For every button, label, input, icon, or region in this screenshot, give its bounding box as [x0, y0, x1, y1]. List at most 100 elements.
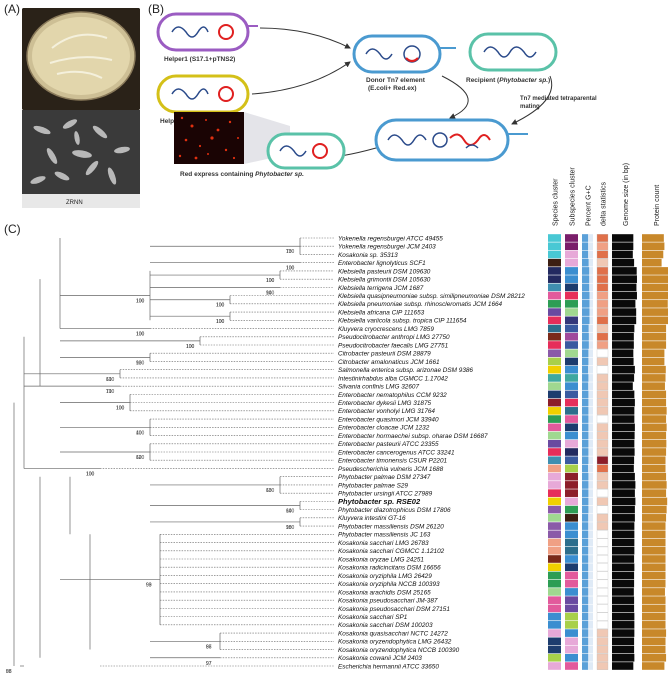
gc-cell — [582, 555, 589, 563]
genome-size-bar — [612, 472, 635, 481]
bootstrap-label: 94 — [266, 290, 272, 296]
species-cluster-cell — [548, 645, 561, 654]
taxon-label: Kosakonia sacchari DSM 100203 — [338, 622, 433, 629]
protein-count-bar — [642, 374, 666, 382]
delta-cell — [596, 596, 609, 605]
delta-cell — [596, 332, 609, 341]
genome-size-bar — [612, 629, 635, 637]
delta-cell — [596, 546, 609, 555]
species-cluster-cell — [548, 472, 561, 481]
delta-cell — [596, 316, 609, 325]
subspecies-cluster-cell — [565, 357, 578, 366]
protein-count-bar — [642, 415, 667, 423]
species-cluster-cell — [548, 546, 561, 555]
taxon-label: Klebsiella quasipneumoniae subsp. simili… — [338, 293, 525, 300]
genome-size-bar — [612, 612, 635, 621]
taxon-label: Klebsiella terrigena JCM 1687 — [338, 285, 424, 292]
taxon-label: Kosakonia sacchari LMG 26783 — [338, 540, 429, 547]
subspecies-cluster-cell — [565, 415, 578, 423]
gc-cell — [582, 472, 589, 481]
species-cluster-cell — [548, 316, 561, 325]
subspecies-cluster-cell — [565, 653, 578, 662]
subspecies-cluster-cell — [565, 234, 578, 242]
protein-count-bar — [642, 497, 668, 506]
genome-size-bar — [612, 645, 635, 654]
delta-cell — [596, 555, 609, 563]
delta-cell — [596, 489, 609, 498]
delta-cell — [596, 291, 609, 300]
protein-count-bar — [642, 258, 662, 267]
petri-dish-image — [22, 8, 140, 110]
protein-count-bar — [642, 357, 665, 366]
taxon-label: Klebsiella pneumoniae subsp. rhinosclero… — [338, 301, 503, 308]
taxon-label: Enterobacter nematophilus CCM 9232 — [338, 392, 447, 399]
gc-cell — [582, 522, 589, 530]
species-cluster-cell — [548, 489, 561, 497]
species-cluster-cell — [548, 662, 561, 670]
gc-cell — [582, 604, 589, 613]
species-cluster-cell — [548, 588, 561, 596]
taxon-label: Intestinirhabdus alba CGMCC 1.17042 — [338, 375, 448, 382]
species-cluster-cell — [548, 291, 561, 300]
gc-cell — [582, 283, 590, 292]
column-header: Species cluster — [553, 178, 560, 226]
gc-cell — [582, 629, 589, 637]
delta-cell — [596, 299, 609, 308]
gc-cell — [582, 300, 590, 308]
delta-cell — [596, 456, 609, 465]
bootstrap-label: 100 — [106, 389, 115, 395]
subspecies-cluster-cell — [565, 505, 578, 514]
subspecies-cluster-cell — [565, 365, 578, 374]
species-cluster-cell — [548, 423, 561, 432]
species-cluster-cell — [548, 596, 561, 604]
protein-count-bar — [642, 621, 666, 629]
genome-size-bar — [612, 258, 635, 267]
bootstrap-label: 62 — [136, 455, 142, 461]
protein-count-bar — [642, 382, 665, 390]
delta-cell — [596, 357, 609, 366]
subspecies-cluster-cell — [565, 538, 578, 547]
gc-cell — [582, 489, 589, 497]
bootstrap-label: 100 — [286, 266, 295, 272]
delta-cell — [596, 653, 609, 662]
gc-cell — [582, 349, 589, 358]
mated-cell — [374, 118, 528, 162]
genome-size-bar — [612, 374, 635, 382]
delta-cell — [596, 349, 609, 358]
subspecies-cluster-cell — [565, 645, 578, 654]
gc-cell — [582, 275, 590, 283]
sem-image: ZRNN — [22, 110, 140, 208]
delta-cell — [596, 571, 609, 580]
bootstrap-label: 71 — [106, 389, 112, 395]
genome-size-bar — [612, 365, 635, 374]
subspecies-cluster-cell — [565, 464, 578, 473]
taxon-label: Citrobacter amalonaticus JCM 1661 — [338, 359, 440, 366]
genome-size-bar — [612, 514, 635, 522]
bootstrap-label: 97 — [206, 661, 212, 667]
protein-count-bar — [642, 332, 667, 341]
protein-count-bar — [642, 588, 665, 596]
protein-count-bar — [642, 629, 667, 637]
taxon-label: Kosakonia quasisacchari NCTC 14272 — [338, 630, 448, 637]
taxon-label: Enterobacter timonensis CSUR P2201 — [338, 458, 447, 465]
taxon-label: Kosakonia pseudosacchari JM-387 — [338, 598, 438, 605]
genome-size-bar — [612, 407, 635, 415]
gc-cell — [582, 497, 589, 506]
protein-count-bar — [642, 546, 666, 555]
delta-cell — [596, 620, 609, 629]
panel-label-a: (A) — [4, 2, 20, 16]
taxon-label: Klebsiella pasteurii DSM 109630 — [338, 268, 431, 275]
column-header: Subspecies cluster — [570, 167, 577, 226]
genome-size-bar — [612, 604, 635, 613]
protein-count-bar — [642, 653, 667, 662]
delta-cell — [596, 423, 609, 432]
gc-cell — [582, 382, 589, 390]
genome-size-bar — [612, 596, 635, 604]
protein-count-bar — [642, 456, 666, 465]
delta-cell — [596, 645, 609, 654]
subspecies-cluster-cell — [565, 489, 578, 497]
subspecies-cluster-cell — [565, 374, 578, 382]
species-cluster-cell — [548, 332, 561, 341]
gc-cell — [582, 563, 589, 572]
